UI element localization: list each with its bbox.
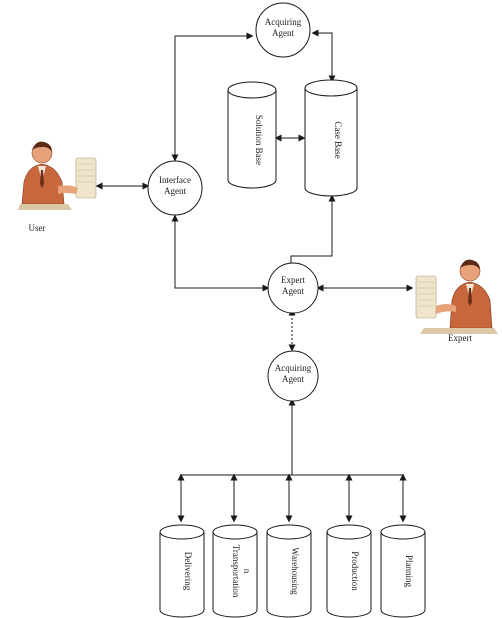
expert-figure-icon <box>415 259 498 334</box>
warehousing-cylinder: Warehousing <box>266 524 312 618</box>
user-label: User <box>29 223 46 233</box>
acquiring-agent-bottom-label-1: Acquiring <box>275 363 312 373</box>
planning-label: Planning <box>404 555 414 588</box>
connectors <box>95 29 414 523</box>
interface-agent-label-2: Agent <box>164 186 186 196</box>
expert-agent: Expert Agent <box>267 262 319 314</box>
expert-label: Expert <box>448 333 472 343</box>
acquiring-agent-bottom-label-2: Agent <box>282 374 304 384</box>
connector-interface-acquiring-top <box>171 32 254 162</box>
expert-agent-label-2: Agent <box>282 286 304 296</box>
production-cylinder: Production <box>326 524 372 618</box>
case-base-label: Case Base <box>333 121 343 158</box>
transportation-label-suffix: n <box>242 569 252 574</box>
acquiring-agent-top: Acquiring Agent <box>255 2 311 58</box>
solution-base-label: Solution Base <box>254 115 264 165</box>
delivering-cylinder: Delivering <box>159 524 205 618</box>
connector-interface-expert <box>171 214 270 292</box>
user-figure-icon <box>18 141 97 210</box>
transportation-cylinder: Transportation n <box>212 524 258 618</box>
acquiring-agent-bottom: Acquiring Agent <box>267 350 319 402</box>
interface-agent: Interface Agent <box>147 160 203 216</box>
expert-agent-label-1: Expert <box>281 275 305 285</box>
delivering-label: Delivering <box>183 552 193 591</box>
transportation-label: Transportation <box>231 545 241 598</box>
connector-acquiring-casebase <box>311 29 336 83</box>
case-base-cylinder: Case Base <box>304 79 358 197</box>
acquiring-agent-top-label-1: Acquiring <box>265 17 302 27</box>
planning-cylinder: Planning <box>380 524 426 618</box>
production-label: Production <box>350 551 360 591</box>
acquiring-agent-top-label-2: Agent <box>272 28 294 38</box>
interface-agent-label-1: Interface <box>159 175 191 185</box>
warehousing-label: Warehousing <box>290 547 300 595</box>
solution-base-cylinder: Solution Base <box>227 81 277 189</box>
